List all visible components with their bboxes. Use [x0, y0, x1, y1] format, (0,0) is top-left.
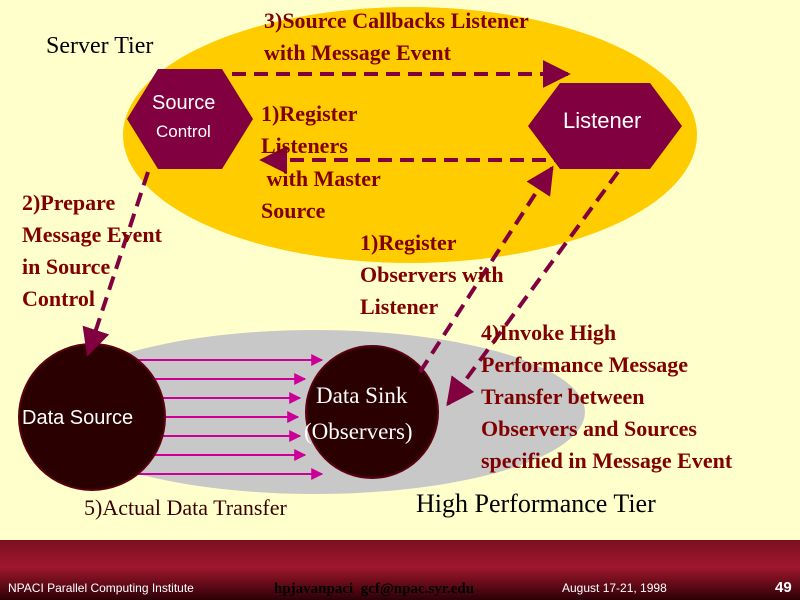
footer-bar — [0, 540, 800, 600]
server-tier-label: Server Tier — [46, 33, 154, 59]
register-observers-step-line1: 1)Register — [360, 230, 457, 255]
callbacks-step-line1: 3)Source Callbacks Listener — [264, 8, 529, 33]
data-source-label: Data Source — [22, 407, 134, 429]
performance-tier-label: High Performance Tier — [416, 489, 656, 518]
invoke-transfer-step-line3: Transfer between — [481, 384, 645, 409]
invoke-transfer-step-line5: specified in Message Event — [481, 448, 733, 473]
listener-label: Listener — [563, 108, 642, 133]
invoke-transfer-step-line2: Performance Message — [481, 352, 689, 377]
invoke-transfer-step-line4: Observers and Sources — [481, 416, 697, 441]
invoke-transfer-step-line1: 4)Invoke High — [481, 320, 617, 345]
prepare-event-arrow — [82, 171, 150, 357]
register-listeners-step-line4: Source — [261, 198, 326, 223]
source-control-hexagon — [127, 69, 253, 169]
footer-contact: hpjavanpaci gcf@npac.syr.edu — [274, 581, 475, 597]
source-control-label-line1: Source — [152, 92, 216, 114]
register-listeners-step-line3: with Master — [261, 166, 381, 191]
prepare-event-step-line1: 2)Prepare — [22, 190, 116, 215]
data-sink-circle — [305, 345, 439, 479]
prepare-event-step-line4: Control — [22, 286, 95, 311]
listener-hexagon — [528, 83, 682, 169]
register-listeners-step-line1: 1)Register — [261, 101, 358, 126]
footer-page-number: 49 — [775, 579, 792, 596]
register-observers-step-line3: Listener — [360, 294, 439, 319]
dashed-arrows — [82, 60, 620, 407]
source-control-label-line2: Control — [156, 122, 211, 141]
register-observers-arrow — [418, 165, 554, 374]
diagram-canvas — [18, 7, 697, 494]
data-sink-label-line2: (Observers) — [304, 419, 413, 444]
data-transfer-arrows — [90, 354, 324, 480]
footer-date: August 17-21, 1998 — [562, 581, 667, 595]
callbacks-step-line2: with Message Event — [264, 40, 451, 65]
data-sink-label-line1: Data Sink — [316, 383, 408, 408]
actual-transfer-step: 5)Actual Data Transfer — [84, 495, 287, 520]
prepare-event-step-line2: Message Event — [22, 222, 162, 247]
footer-institute: NPACI Parallel Computing Institute — [8, 581, 194, 595]
register-listeners-step-line2: Listeners — [261, 133, 348, 158]
prepare-event-step-line3: in Source — [22, 254, 111, 279]
invoke-transfer-arrow — [446, 170, 620, 407]
register-observers-step-line2: Observers with — [360, 262, 504, 287]
